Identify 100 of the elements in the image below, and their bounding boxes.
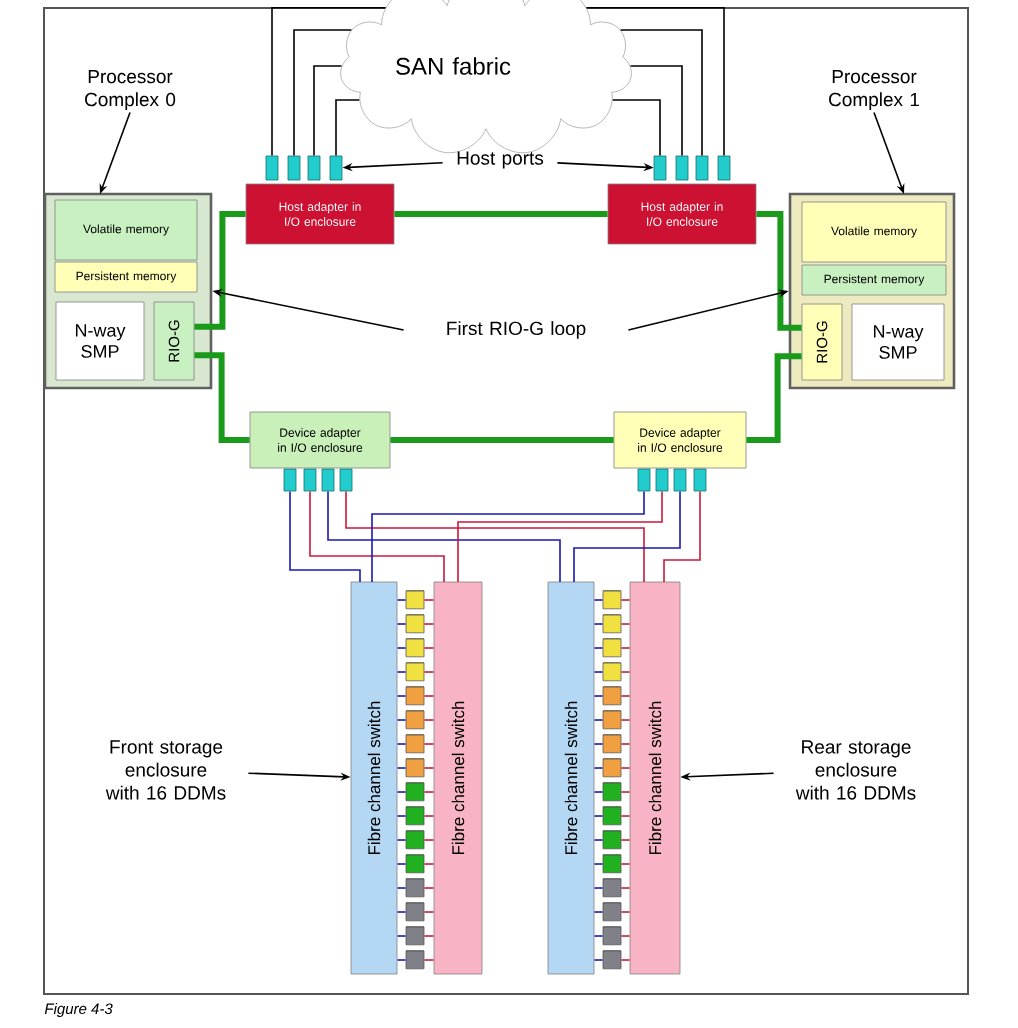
connector-line [593, 815, 604, 817]
connector-line [423, 647, 435, 649]
connector-line [620, 935, 631, 937]
connector-line [423, 911, 435, 913]
connector-line [423, 839, 435, 841]
connector-line [396, 599, 407, 601]
connector-line [396, 911, 407, 913]
callout-label: Rear storage enclosure with 16 DDMs [795, 740, 916, 800]
port [307, 155, 321, 181]
port [695, 155, 709, 181]
callout-label: First RIO-G loop [447, 321, 586, 339]
port [329, 155, 343, 181]
processor-box: N-way SMP [55, 301, 145, 381]
disk-drive [602, 590, 622, 610]
connector-line [620, 623, 631, 625]
connector-line [423, 599, 435, 601]
disk-drive [602, 662, 622, 682]
connector-line [423, 791, 435, 793]
connector-line [620, 839, 631, 841]
connector-line [313, 65, 343, 157]
connector-line [423, 671, 435, 673]
port [675, 155, 689, 181]
connector-line [620, 887, 631, 889]
connector-line [593, 647, 604, 649]
port [303, 468, 317, 492]
connector-line [593, 671, 604, 673]
disk-drive [405, 782, 425, 802]
connector-line [396, 935, 407, 937]
disk-drive [602, 950, 622, 970]
port [637, 468, 651, 492]
disk-drive [405, 854, 425, 874]
connector-line [423, 815, 435, 817]
connector-line [611, 99, 661, 157]
disk-drive [405, 806, 425, 826]
connector-line [620, 647, 631, 649]
connector-line [423, 623, 435, 625]
connector-line [746, 353, 802, 443]
connector-line [271, 7, 386, 157]
callout-label: Processor Complex 0 [85, 70, 176, 110]
disk-drive [602, 734, 622, 754]
connector-line [593, 959, 604, 961]
connector-line [396, 767, 407, 769]
disk-drive [602, 830, 622, 850]
disk-drive [602, 614, 622, 634]
connector-line [620, 815, 631, 817]
connector-line [396, 887, 407, 889]
disk-drive [405, 710, 425, 730]
disk-drive [405, 590, 425, 610]
connector-line [396, 623, 407, 625]
disk-drive [602, 758, 622, 778]
port [653, 155, 667, 181]
connector-line [396, 839, 407, 841]
connector-line [396, 719, 407, 721]
connector-line [620, 767, 631, 769]
connector-line [394, 211, 608, 217]
port [287, 155, 301, 181]
connector-line [620, 671, 631, 673]
connector-line [423, 695, 435, 697]
connector-line [396, 791, 407, 793]
callout-label: Front storage enclosure with 16 DDMs [105, 740, 226, 800]
cloud: SAN fabric [340, 0, 632, 154]
switch-box: Fibre channel switch [433, 581, 483, 975]
switch-box: Fibre channel switch [629, 581, 681, 975]
disk-drive [405, 614, 425, 634]
connector-line [620, 863, 631, 865]
connector-line [396, 959, 407, 961]
connector-line [620, 719, 631, 721]
connector-line [756, 211, 802, 331]
connector-line [457, 490, 663, 583]
connector-line [194, 352, 250, 443]
connector-line [620, 599, 631, 601]
switch-box: Fibre channel switch [350, 581, 398, 975]
connector-line [593, 719, 604, 721]
port [283, 468, 297, 492]
connector-line [396, 647, 407, 649]
connector-line [620, 959, 631, 961]
connector-line [423, 767, 435, 769]
connector-line [593, 743, 604, 745]
connector-line [327, 490, 561, 583]
disk-drive [602, 782, 622, 802]
connector-line [593, 767, 604, 769]
switch-box: Fibre channel switch [547, 581, 595, 975]
connector-line [619, 29, 703, 157]
connector-line [593, 791, 604, 793]
connector-line [620, 743, 631, 745]
connector-line [423, 719, 435, 721]
port [717, 155, 731, 181]
disk-drive [405, 878, 425, 898]
connector-line [396, 863, 407, 865]
connector-line [423, 959, 435, 961]
disk-drive [405, 662, 425, 682]
disk-drive [405, 686, 425, 706]
callout-label: Processor Complex 1 [829, 70, 919, 110]
disk-drive [602, 854, 622, 874]
disk-drive [405, 926, 425, 946]
connector-line [423, 887, 435, 889]
connector-line [396, 671, 407, 673]
connector-line [620, 911, 631, 913]
connector-line [396, 743, 407, 745]
connector-line [593, 599, 604, 601]
